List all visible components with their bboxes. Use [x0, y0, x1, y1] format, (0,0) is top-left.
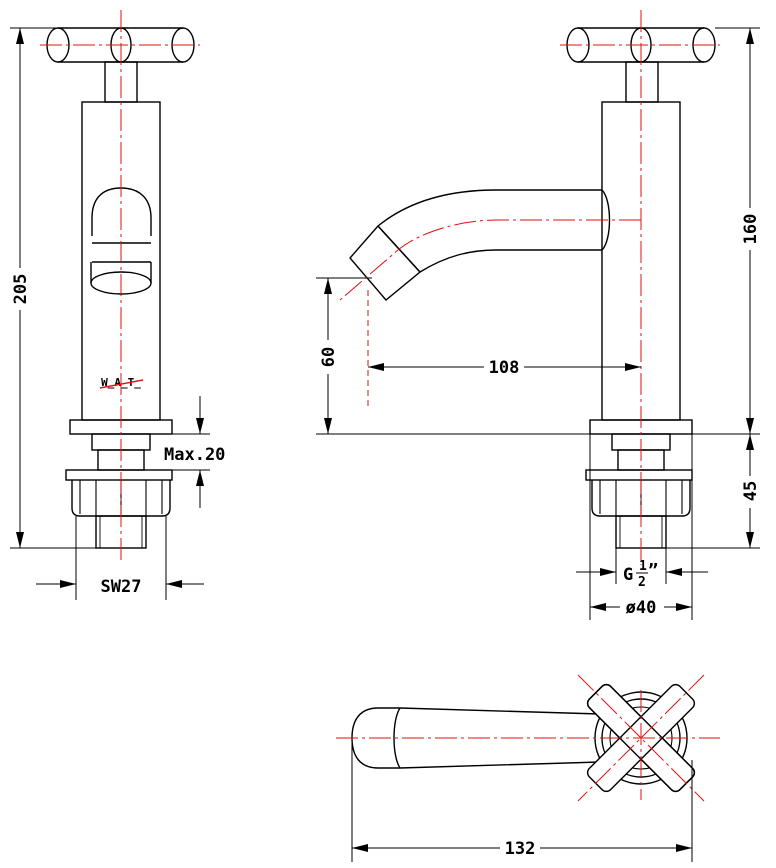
- total-length-label: 132: [505, 839, 536, 859]
- base-below-label: 45: [741, 481, 761, 501]
- spout-reach-label: 108: [489, 358, 520, 378]
- dimension-overall-height: 205: [10, 27, 96, 549]
- front-view: W̲A̲T̲: [40, 10, 200, 562]
- dimension-body-height: 160: [692, 27, 761, 435]
- side-view: [339, 10, 720, 565]
- dimension-wrench-size: SW27: [36, 516, 204, 600]
- max-thickness-label: Max.20: [164, 445, 225, 465]
- dimension-total-length: 132: [351, 740, 693, 862]
- thread-denominator-label: 2: [638, 575, 646, 590]
- dimension-spout-reach: 108: [367, 290, 641, 408]
- thread-prefix-label: G: [623, 565, 633, 585]
- dimension-base-below: 45: [666, 434, 761, 549]
- wrench-size-label: SW27: [101, 577, 142, 597]
- base-diameter-label: ø40: [626, 598, 657, 618]
- top-view: [336, 674, 720, 802]
- dimension-base-diameter: ø40: [589, 434, 693, 620]
- dimension-max-thickness: Max.20: [164, 396, 225, 508]
- dimension-spout-height: 60: [316, 277, 590, 435]
- overall-height-label: 205: [11, 274, 31, 305]
- thread-numerator-label: 1: [639, 559, 647, 574]
- dimension-thread: G 1 2 ”: [576, 548, 708, 590]
- body-height-label: 160: [741, 214, 761, 245]
- thread-suffix-label: ”: [648, 561, 658, 581]
- spout-height-label: 60: [319, 347, 339, 367]
